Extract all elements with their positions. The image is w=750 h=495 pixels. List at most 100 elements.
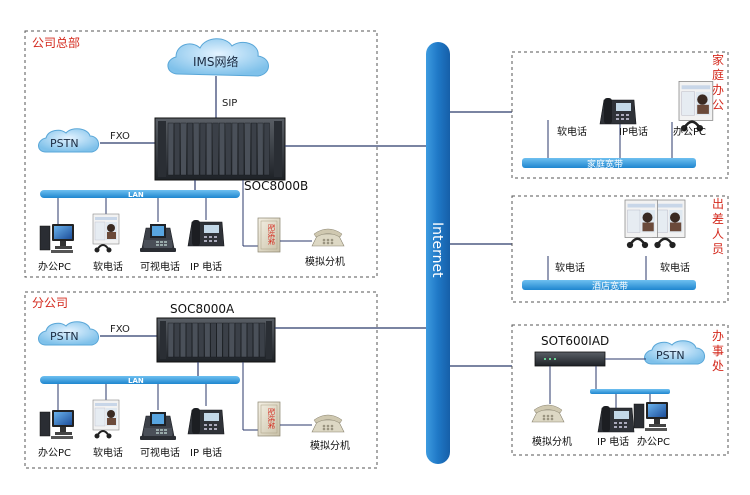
travel-bar-label: 酒店宽带 xyxy=(592,280,628,292)
home-endpoint-label: 软电话 xyxy=(557,125,587,138)
rack-slot xyxy=(263,122,270,176)
rack-slot xyxy=(198,322,205,358)
rack-slot xyxy=(167,322,174,358)
hq-patch-panel-label: 配线架 xyxy=(267,224,276,245)
rack-slot xyxy=(253,322,260,358)
hq-endpoint-label: 办公PC xyxy=(38,260,71,273)
office-title: 办事处 xyxy=(712,328,724,373)
rack-slot xyxy=(257,122,264,176)
sot600iad-device xyxy=(534,351,606,367)
branch-patch-panel-label: 配线架 xyxy=(267,408,276,429)
rack-slot xyxy=(186,122,193,176)
home-frame xyxy=(511,51,729,179)
branch-lan-bar xyxy=(40,376,240,384)
ims-label: IMS网络 xyxy=(193,54,239,69)
rack-slot xyxy=(210,322,217,358)
hq-title: 公司总部 xyxy=(32,35,80,50)
rack-slot xyxy=(174,122,181,176)
hq-endpoint-label: 可视电话 xyxy=(140,260,180,273)
hq-analog-label: 模拟分机 xyxy=(305,255,345,268)
hq-lan-label: LAN xyxy=(128,191,144,199)
sot600iad-label: SOT600IAD xyxy=(541,334,609,348)
branch-videophone-icon xyxy=(139,411,177,441)
rack-slot xyxy=(218,122,225,176)
branch-analog-phone-icon xyxy=(311,414,345,433)
rack-slot xyxy=(192,322,199,358)
home-bar xyxy=(522,158,696,168)
branch-softphone-icon xyxy=(92,399,120,440)
branch-lan-label: LAN xyxy=(128,377,144,385)
travel-bar xyxy=(522,280,696,290)
rack-slot xyxy=(193,122,200,176)
office-endpoint-label: 模拟分机 xyxy=(532,435,572,448)
hq-pstn-cloud xyxy=(38,128,99,153)
rack-slot xyxy=(167,122,174,176)
hq-videophone-icon xyxy=(139,223,177,253)
branch-pc-icon xyxy=(39,409,75,440)
rack-slot xyxy=(228,322,235,358)
branch-endpoint-label: IP 电话 xyxy=(190,446,222,459)
office-endpoint-label: IP 电话 xyxy=(597,435,629,448)
hq-fxo-label: FXO xyxy=(110,131,130,142)
travel-title: 出差人员 xyxy=(712,197,724,256)
office-analog-phone-icon xyxy=(531,404,565,423)
branch-endpoint-label: 软电话 xyxy=(93,446,123,459)
rack-slot xyxy=(204,322,211,358)
internet-backbone xyxy=(426,42,450,464)
branch-ipphone-icon xyxy=(187,407,225,435)
hq-endpoint-label: IP 电话 xyxy=(190,260,222,273)
rack-slot xyxy=(244,122,251,176)
branch-endpoint-label: 办公PC xyxy=(38,446,71,459)
office-endpoint-label: 办公PC xyxy=(637,435,670,448)
office-pstn-cloud xyxy=(644,340,705,365)
rack-slot xyxy=(199,122,206,176)
branch-frame xyxy=(24,291,378,469)
branch-endpoint-label: 可视电话 xyxy=(140,446,180,459)
hq-softphone-icon xyxy=(92,213,120,254)
hq-pstn-label: PSTN xyxy=(50,137,79,150)
home-bar-label: 家庭宽带 xyxy=(587,158,623,170)
hq-ipphone-icon xyxy=(187,219,225,247)
rack-slot xyxy=(222,322,229,358)
soc8000b-label: SOC8000B xyxy=(244,179,308,193)
branch-analog-label: 模拟分机 xyxy=(310,439,350,452)
soc8000a-label: SOC8000A xyxy=(170,302,235,316)
office-lan-bar xyxy=(590,389,670,394)
travel-frame xyxy=(511,195,729,303)
sip-label: SIP xyxy=(222,98,237,109)
branch-fxo-label: FXO xyxy=(110,324,130,335)
travel-endpoint-label: 软电话 xyxy=(555,261,585,274)
hq-endpoint-label: 软电话 xyxy=(93,260,123,273)
rack-slot xyxy=(238,122,245,176)
rack-slot xyxy=(231,122,238,176)
hq-frame xyxy=(24,30,378,278)
branch-pstn-cloud xyxy=(38,321,99,346)
rack-slot xyxy=(225,122,232,176)
rack-slot xyxy=(179,322,186,358)
home-endpoint-label: 办公PC xyxy=(673,125,706,138)
branch-title: 分公司 xyxy=(32,296,68,310)
hq-lan-bar xyxy=(40,190,240,198)
rack-slot xyxy=(186,322,193,358)
office-ipphone-icon xyxy=(597,405,635,433)
home-title: 家庭办公 xyxy=(712,52,724,112)
home-ipphone-icon xyxy=(599,97,637,125)
office-pc-icon xyxy=(633,401,669,432)
rack-slot xyxy=(212,122,219,176)
office-pstn-label: PSTN xyxy=(656,349,685,362)
rack-slot xyxy=(240,322,247,358)
rack-slot xyxy=(259,322,266,358)
home-softphone-icon xyxy=(677,80,715,133)
branch-pstn-label: PSTN xyxy=(50,330,79,343)
travel-endpoint-label: 软电话 xyxy=(660,261,690,274)
internet-label: Internet xyxy=(429,222,445,278)
travel-softphone-icon xyxy=(623,198,659,250)
home-endpoint-label: IP电话 xyxy=(619,125,648,138)
hq-pc-icon xyxy=(39,223,75,254)
ims-cloud xyxy=(167,38,269,77)
rack-slot xyxy=(180,122,187,176)
rack-slot xyxy=(234,322,241,358)
rack-slot xyxy=(250,122,257,176)
rack-slot xyxy=(206,122,213,176)
